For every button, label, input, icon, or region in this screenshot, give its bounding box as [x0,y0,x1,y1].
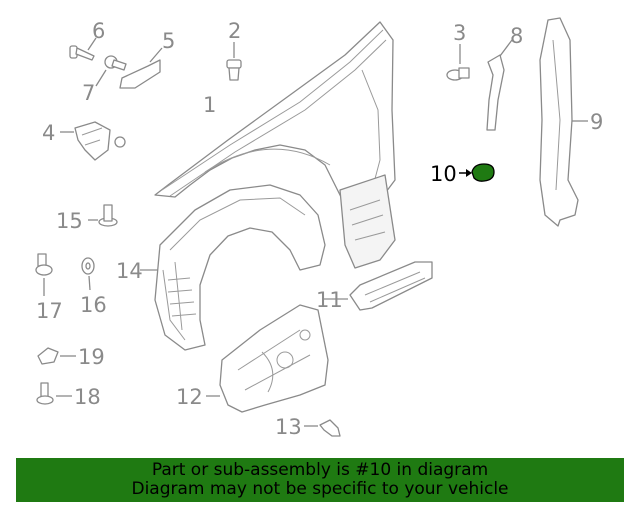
shield-part-12[interactable] [219,304,329,413]
bolt-part-15[interactable] [98,204,118,227]
callout-10: 10 [430,162,457,186]
callout-2: 2 [228,19,241,43]
info-banner: Part or sub-assembly is #10 in diagram D… [16,458,624,502]
callout-11: 11 [316,288,343,312]
callout-14: 14 [116,259,143,283]
bolt-part-18[interactable] [36,382,54,405]
push-pin-part-3[interactable] [446,67,470,81]
stud-part-17[interactable] [35,253,53,276]
callout-19: 19 [78,345,105,369]
fender-part[interactable] [154,21,396,269]
bolt-part-2[interactable] [226,59,242,81]
bracket-part-5[interactable] [119,59,161,89]
callout-5: 5 [162,29,175,53]
banner-line-1: Part or sub-assembly is #10 in diagram [151,460,489,480]
callout-16: 16 [80,293,107,317]
seal-part-9[interactable] [539,17,579,227]
callout-6: 6 [92,19,105,43]
liner-part-14[interactable] [154,184,326,351]
callout-12: 12 [176,385,203,409]
bracket-part-11[interactable] [349,261,433,311]
callout-13: 13 [275,415,302,439]
callout-15: 15 [56,209,83,233]
callout-7: 7 [82,81,95,105]
washer-part-16[interactable] [81,257,95,275]
callout-8: 8 [510,24,523,48]
callout-17: 17 [36,299,63,323]
screw-part-6[interactable] [69,45,95,61]
grommet-part-10[interactable] [471,163,495,182]
bracket-part-8[interactable] [486,54,505,131]
callout-4: 4 [42,121,55,145]
screw-part-7[interactable] [104,55,127,71]
callout-1: 1 [203,93,216,117]
clip-part-13[interactable] [319,419,341,437]
nut-clip-part-19[interactable] [37,347,59,365]
callout-3: 3 [453,21,466,45]
callout-9: 9 [590,110,603,134]
bracket-part-4[interactable] [74,121,126,161]
callout-18: 18 [74,385,101,409]
banner-line-2: Diagram may not be specific to your vehi… [131,479,509,499]
